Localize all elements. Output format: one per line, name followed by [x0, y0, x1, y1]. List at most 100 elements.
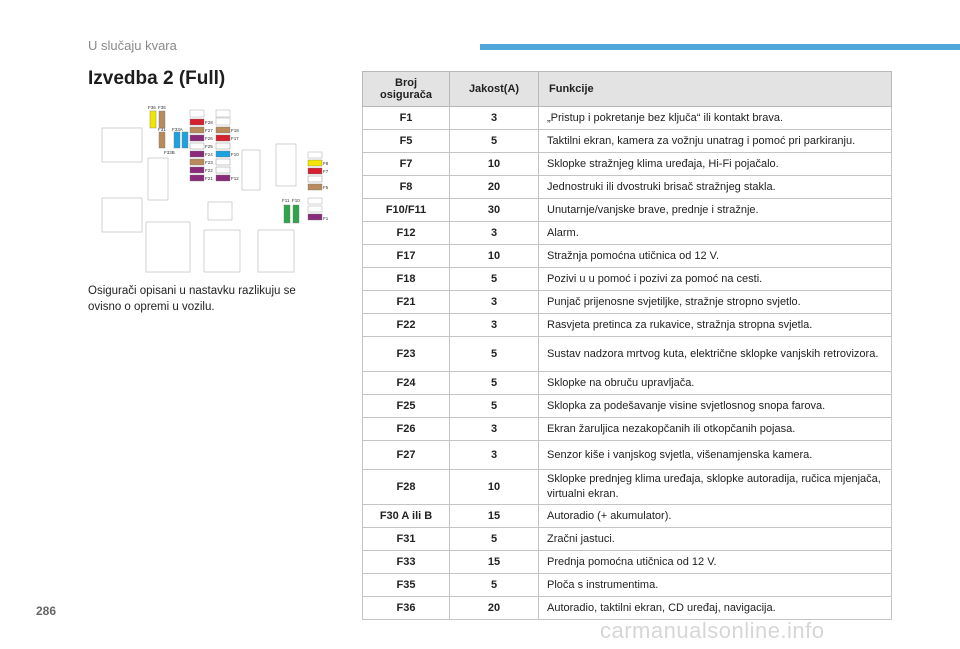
fuse-number-cell: F10/F11 [362, 198, 450, 222]
col-function-header: Funkcije [538, 71, 892, 107]
col-rating-header: Jakost(A) [449, 71, 539, 107]
fuse-function-cell: Sustav nadzora mrtvog kuta, električne s… [538, 336, 892, 372]
label-f22: F22 [205, 168, 213, 173]
fuse-function-cell: „Pristup i pokretanje bez ključa“ ili ko… [538, 106, 892, 130]
fuse-rating-cell: 3 [449, 221, 539, 245]
table-header-row: Broj osigurača Jakost(A) Funkcije [362, 71, 892, 107]
label-f33b: F33B [164, 150, 175, 155]
fuse-rating-cell: 20 [449, 175, 539, 199]
fuse-number-cell: F18 [362, 267, 450, 291]
fuse-function-cell: Autoradio (+ akumulator). [538, 504, 892, 528]
fuse-rating-cell: 10 [449, 469, 539, 505]
section-title: Izvedba 2 (Full) [88, 68, 226, 89]
fuse-rating-cell: 15 [449, 504, 539, 528]
fuse-number-cell: F21 [362, 290, 450, 314]
fuse-function-cell: Autoradio, taktilni ekran, CD uređaj, na… [538, 596, 892, 620]
label-f7: F7 [323, 169, 329, 174]
fuse-function-cell: Unutarnje/vanjske brave, prednje i straž… [538, 198, 892, 222]
label-f11: F11 [282, 198, 290, 203]
fuse-rating-cell: 5 [449, 573, 539, 597]
fuse-rating-cell: 5 [449, 371, 539, 395]
fuse-number-cell: F8 [362, 175, 450, 199]
fuse-number-cell: F28 [362, 469, 450, 505]
fuse-function-cell: Alarm. [538, 221, 892, 245]
fuse-rating-cell: 10 [449, 244, 539, 268]
fuse-function-cell: Prednja pomoćna utičnica od 12 V. [538, 550, 892, 574]
fuse-number-cell: F24 [362, 371, 450, 395]
fuse-number-cell: F25 [362, 394, 450, 418]
fuse-function-cell: Sklopke stražnjeg klima uređaja, Hi-Fi p… [538, 152, 892, 176]
running-header: U slučaju kvara [88, 38, 177, 53]
fuse-number-cell: F35 [362, 573, 450, 597]
fuse-note: Osigurači opisani u nastavku razlikuju s… [88, 285, 296, 313]
fuse-function-cell: Sklopke prednjeg klima uređaja, sklopke … [538, 469, 892, 505]
watermark: carmanualsonline.info [600, 618, 825, 643]
fuse-number-cell: F5 [362, 129, 450, 153]
fuse-rating-cell: 20 [449, 596, 539, 620]
label-f33a: F33A [172, 127, 183, 132]
fuse-box-diagram: F36 F35 F31 F33A F33B F28 F27 F26 F25 F2… [101, 105, 329, 273]
fuse-rating-cell: 3 [449, 313, 539, 337]
fuse-number-cell: F12 [362, 221, 450, 245]
fuse-number-cell: F26 [362, 417, 450, 441]
fuse-function-cell: Punjač prijenosne svjetiljke, stražnje s… [538, 290, 892, 314]
fuse-rating-cell: 10 [449, 152, 539, 176]
label-f1: F1 [323, 216, 329, 221]
fuse-rating-cell: 3 [449, 290, 539, 314]
fuse-function-cell: Ekran žaruljica nezakopčanih ili otkopča… [538, 417, 892, 441]
label-f36: F36 [148, 105, 156, 110]
label-f8: F8 [323, 161, 329, 166]
label-f21: F21 [205, 176, 213, 181]
fuse-function-cell: Zračni jastuci. [538, 527, 892, 551]
col-fuse-header: Broj osigurača [362, 71, 450, 107]
fuse-function-cell: Sklopka za podešavanje visine svjetlosno… [538, 394, 892, 418]
fuse-number-cell: F17 [362, 244, 450, 268]
label-f5: F5 [323, 185, 329, 190]
label-f25: F25 [205, 144, 213, 149]
fuse-number-cell: F7 [362, 152, 450, 176]
fuse-rating-cell: 5 [449, 267, 539, 291]
fuse-rating-cell: 3 [449, 106, 539, 130]
label-f10b: F10 [292, 198, 300, 203]
fuse-number-cell: F23 [362, 336, 450, 372]
fuse-function-cell: Stražnja pomoćna utičnica od 12 V. [538, 244, 892, 268]
fuse-rating-cell: 30 [449, 198, 539, 222]
label-f27: F27 [205, 128, 213, 133]
fuse-number-cell: F36 [362, 596, 450, 620]
fuse-rating-cell: 5 [449, 394, 539, 418]
label-f12: F12 [231, 176, 239, 181]
label-f10: F10 [231, 152, 239, 157]
label-f18: F18 [231, 128, 239, 133]
fuse-function-cell: Pozivi u u pomoć i pozivi za pomoć na ce… [538, 267, 892, 291]
fuse-function-cell: Jednostruki ili dvostruki brisač stražnj… [538, 175, 892, 199]
fuse-function-cell: Sklopke na obruču upravljača. [538, 371, 892, 395]
label-f31: F31 [158, 127, 166, 132]
fuse-rating-cell: 5 [449, 527, 539, 551]
fuse-function-cell: Taktilni ekran, kamera za vožnju unatrag… [538, 129, 892, 153]
fuse-rating-cell: 15 [449, 550, 539, 574]
fuse-number-cell: F31 [362, 527, 450, 551]
fuse-rating-cell: 5 [449, 129, 539, 153]
fuse-rating-cell: 3 [449, 417, 539, 441]
